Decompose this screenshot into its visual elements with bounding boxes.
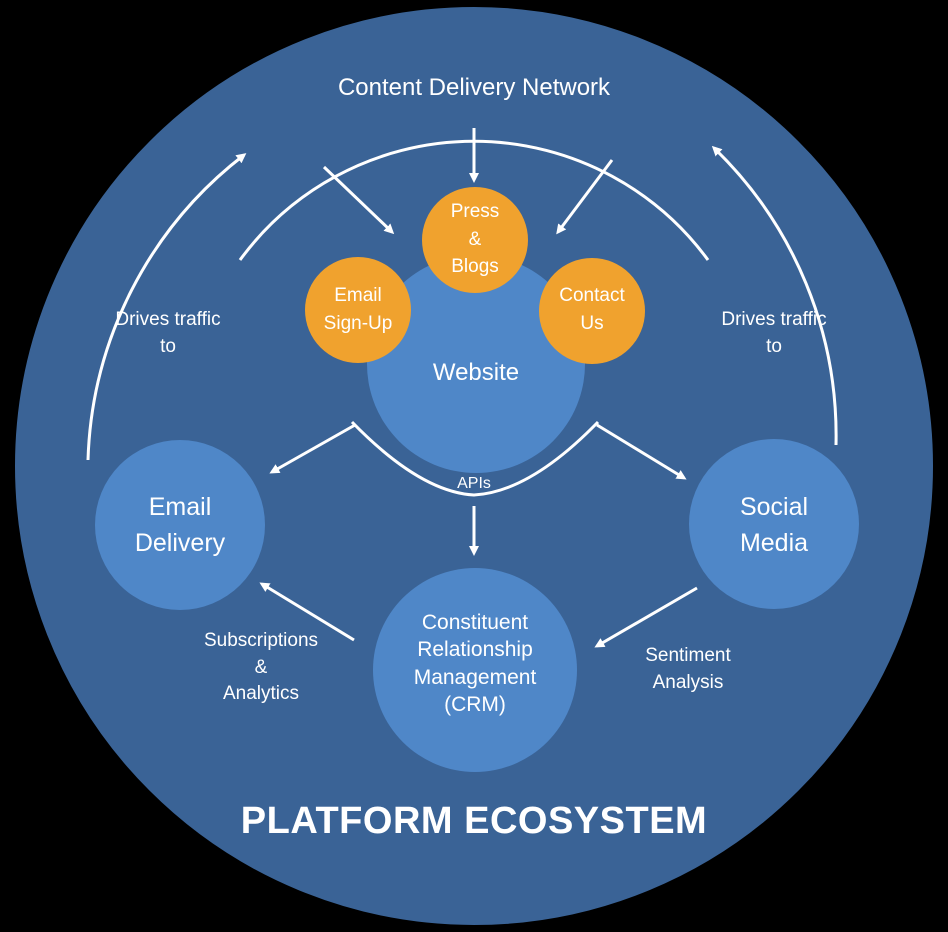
cdn-arrow-right (556, 159, 614, 235)
api-arrow-social (596, 423, 687, 480)
subscriptions-line-2: & (254, 656, 268, 678)
apis-label: APIs (457, 475, 491, 492)
sentiment-label: Sentiment Analysis (618, 643, 758, 696)
drives-traffic-right-arc (711, 145, 838, 446)
crm-line-4: (CRM) (444, 692, 506, 716)
email-delivery-label: Email Delivery (100, 489, 260, 562)
email-delivery-node (95, 440, 265, 610)
press-blogs-label: Press & Blogs (422, 198, 528, 281)
subscriptions-line-1: Subscriptions (203, 630, 319, 651)
contact-line-2: Us (580, 312, 604, 334)
drives-left-line-2: to (160, 335, 176, 357)
social-media-node (689, 439, 859, 609)
drives-traffic-left-label: Drives traffic to (88, 307, 248, 360)
email-signup-label: Email Sign-Up (300, 282, 416, 337)
press-line-2: & (468, 228, 482, 250)
press-line-3: Blogs (451, 256, 499, 278)
social-to-crm-arrow (594, 586, 698, 648)
subscriptions-label: Subscriptions & Analytics (186, 628, 336, 708)
sentiment-line-2: Analysis (652, 671, 724, 693)
api-arrow-email (269, 423, 356, 474)
subscriptions-line-3: Analytics (222, 683, 300, 705)
cdn-label: Content Delivery Network (337, 74, 611, 101)
crm-to-email-arrow (259, 582, 355, 642)
email-signup-line-1: Email (334, 285, 382, 306)
drives-right-line-1: Drives traffic (721, 309, 827, 330)
contact-us-label: Contact Us (534, 282, 650, 337)
sentiment-line-1: Sentiment (645, 645, 731, 666)
crm-line-3: Management (413, 665, 537, 689)
drives-right-line-2: to (766, 335, 782, 357)
social-media-label: Social Media (694, 489, 854, 562)
social-media-line-2: Media (739, 529, 809, 558)
press-line-1: Press (450, 201, 500, 222)
crm-line-1: Constituent (421, 611, 529, 634)
crm-line-2: Relationship (417, 638, 533, 662)
website-label: Website (432, 359, 520, 386)
email-signup-line-2: Sign-Up (323, 312, 393, 334)
cdn-arrow-left (322, 165, 395, 235)
social-media-line-1: Social (739, 493, 809, 521)
email-delivery-line-2: Delivery (134, 529, 226, 558)
email-delivery-line-1: Email (148, 493, 212, 521)
apis-arc (350, 420, 600, 497)
crm-node (373, 568, 577, 772)
website-node (367, 255, 585, 473)
crm-label: Constituent Relationship Management (CRM… (385, 609, 565, 718)
contact-line-1: Contact (559, 285, 625, 306)
drives-traffic-left-arc (86, 153, 247, 461)
email-signup-node (305, 257, 411, 363)
drives-traffic-right-label: Drives traffic to (694, 307, 854, 360)
contact-us-node (539, 258, 645, 364)
drives-left-line-1: Drives traffic (115, 309, 221, 330)
diagram-title: PLATFORM ECOSYSTEM (240, 800, 708, 842)
press-blogs-node (422, 187, 528, 293)
